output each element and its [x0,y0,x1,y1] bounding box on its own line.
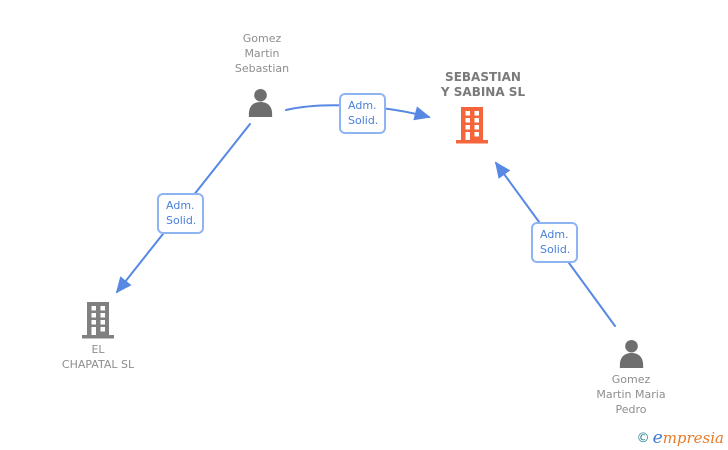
node-label-line: Sebastian [234,62,290,75]
person-head [624,339,638,353]
building-icon[interactable] [81,301,115,339]
building-tower [87,302,109,335]
building-base [456,140,488,144]
node-label[interactable]: Gomez Martin Sebastian [235,31,289,76]
building-icon[interactable] [455,106,489,144]
empresia-logo[interactable]: ©empresia [637,428,724,448]
copyright-symbol: © [636,431,650,446]
node-label[interactable]: SEBASTIAN Y SABINA SL [441,70,525,100]
edge-label-line: Solid. [166,214,197,227]
person-head [253,88,267,102]
person-icon[interactable] [245,87,276,118]
node-label-line: SEBASTIAN [445,70,521,84]
node-gomez-martin-maria-pedro[interactable]: Gomez Martin Maria Pedro [576,338,686,417]
edge-label-line: Solid. [348,114,379,127]
node-gomez-martin-sebastian[interactable]: Gomez Martin Sebastian [214,31,310,118]
node-label[interactable]: Gomez Martin Maria Pedro [596,372,665,417]
node-label-line: Pedro [615,403,647,416]
node-label-line: Gomez [242,32,282,45]
brand-rest: mpresia [662,429,724,447]
node-sebastian-y-sabina-sl[interactable]: SEBASTIAN Y SABINA SL [428,70,538,144]
person-torso [248,102,272,118]
node-el-chapatal-sl[interactable]: EL CHAPATAL SL [48,301,148,372]
edge-label-adm-solid-2: Adm. Solid. [157,193,205,234]
node-label-line: Gomez [611,373,651,386]
building-windows [465,111,479,140]
person-torso [619,353,643,369]
edge-label-line: Adm. [166,199,195,212]
edge-label-line: Adm. [348,99,377,112]
node-label-line: Martin Maria [596,388,666,401]
person-icon[interactable] [616,338,647,369]
brand-first-letter: e [652,428,663,448]
node-label-line: Y SABINA SL [440,85,526,99]
node-label[interactable]: EL CHAPATAL SL [62,342,134,372]
node-label-line: EL [91,343,105,356]
edge-label-line: Solid. [540,243,571,256]
edge-label-adm-solid-1: Adm. Solid. [339,93,387,134]
node-label-line: CHAPATAL SL [61,358,135,371]
building-windows [91,306,105,335]
building-tower [461,107,483,140]
edge-label-line: Adm. [540,228,569,241]
building-base [82,335,114,339]
node-label-line: Martin [244,47,280,60]
edge-label-adm-solid-3: Adm. Solid. [531,222,579,263]
